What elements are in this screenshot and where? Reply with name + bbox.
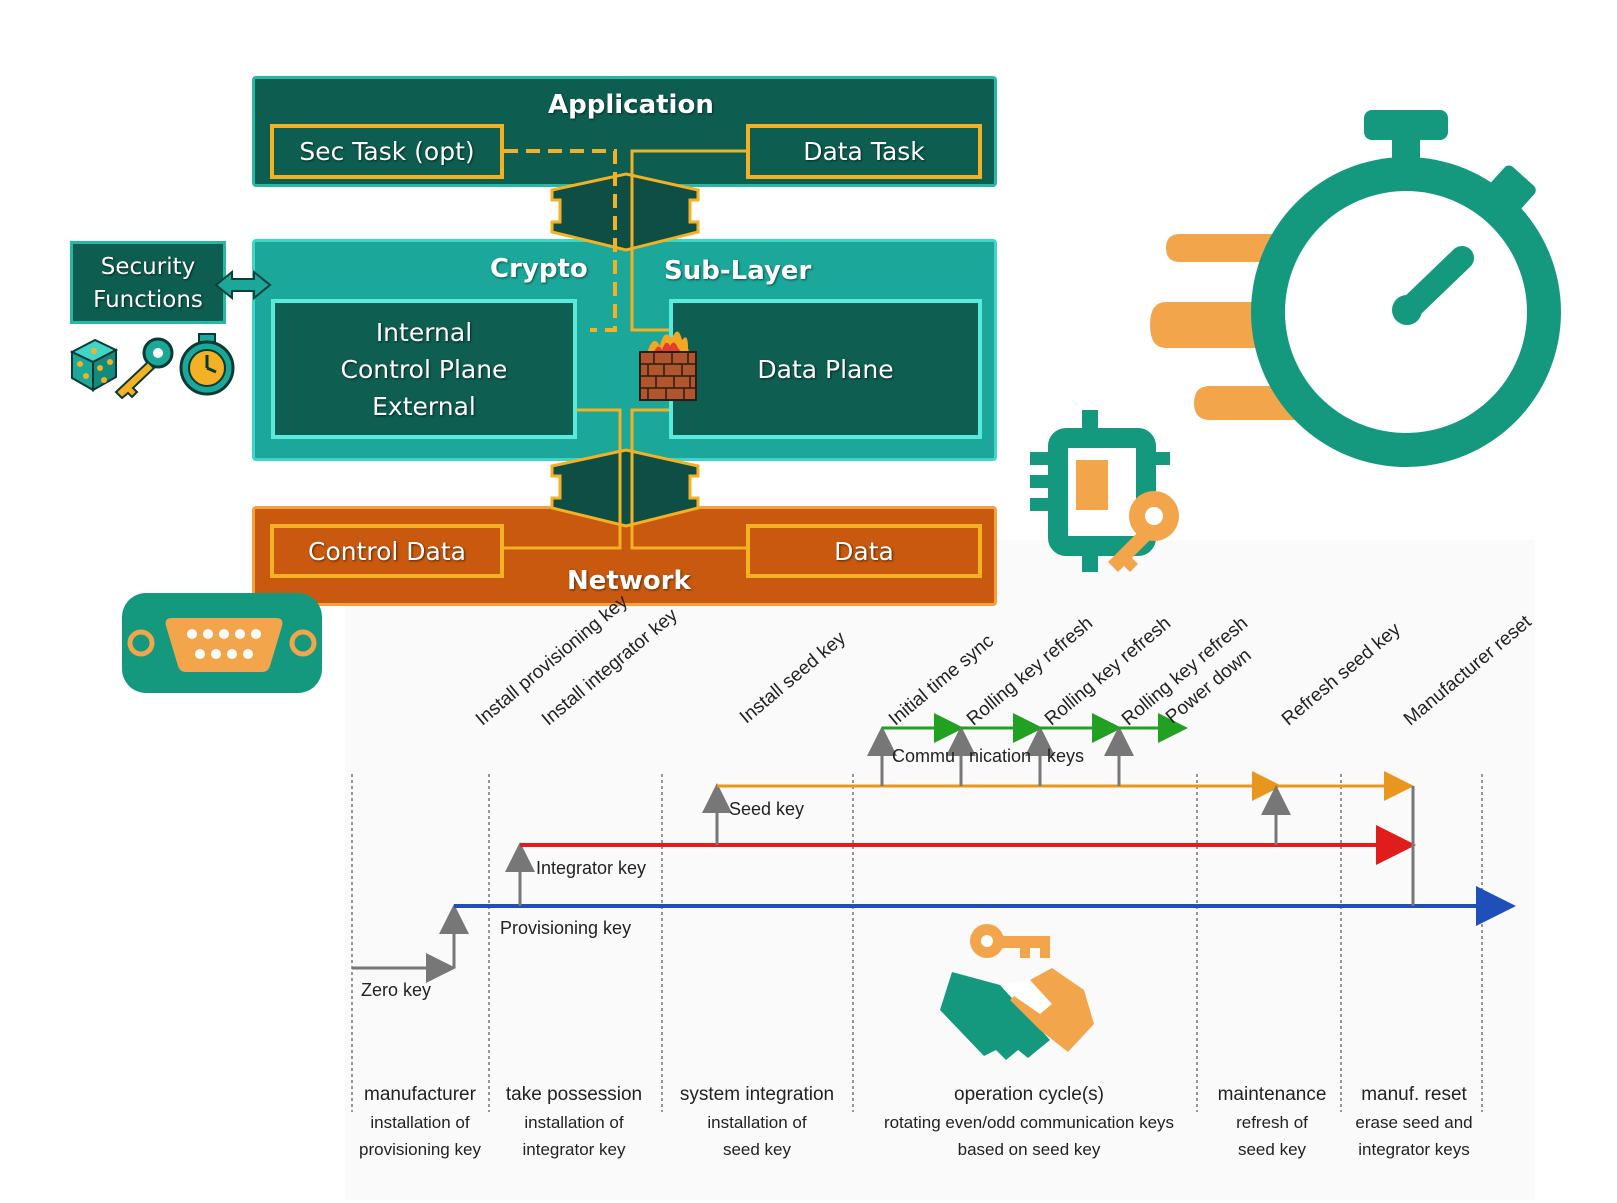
phase-system-integration: system integration installation of seed … bbox=[680, 1081, 834, 1163]
application-title: Application bbox=[548, 90, 714, 120]
stopwatch-icon bbox=[1150, 110, 1561, 467]
control-plane-box: Internal Control Plane External bbox=[271, 299, 577, 439]
data-path bbox=[630, 408, 746, 550]
security-functions-line-1: Security bbox=[100, 254, 196, 280]
serial-port-icon bbox=[122, 593, 322, 693]
phase-dividers bbox=[351, 774, 1483, 1112]
chip-key-icon bbox=[1030, 410, 1179, 572]
control-plane-line-1: Internal bbox=[375, 317, 473, 347]
phase-desc-1: installation of bbox=[524, 1113, 624, 1132]
firewall-icon bbox=[639, 331, 697, 401]
phase-title: operation cycle(s) bbox=[954, 1084, 1104, 1105]
phase-desc-1: refresh of bbox=[1236, 1113, 1308, 1132]
seed-key-label: Seed key bbox=[729, 799, 805, 819]
clock-icon bbox=[179, 333, 235, 396]
phase-desc-2: integrator keys bbox=[1358, 1140, 1470, 1159]
phase-take-possession: take possession installation of integrat… bbox=[506, 1081, 642, 1163]
control-data-box: Control Data bbox=[270, 524, 504, 578]
sec-task-box: Sec Task (opt) bbox=[270, 124, 504, 179]
phase-title: manuf. reset bbox=[1361, 1084, 1467, 1105]
phase-title: take possession bbox=[505, 1084, 643, 1105]
network-title: Network bbox=[567, 566, 691, 596]
phase-title: maintenance bbox=[1217, 1084, 1327, 1105]
communication-keys-label-3: keys bbox=[1047, 746, 1085, 766]
provisioning-key-label: Provisioning key bbox=[500, 918, 632, 938]
data-task-box: Data Task bbox=[746, 124, 982, 179]
phase-title: system integration bbox=[679, 1084, 835, 1105]
phase-desc-2: provisioning key bbox=[359, 1140, 481, 1159]
phase-desc-1: installation of bbox=[370, 1113, 470, 1132]
sub-layer-title: Sub-Layer bbox=[664, 256, 812, 286]
control-data-path bbox=[504, 408, 622, 550]
app-crypto-double-arrow bbox=[550, 172, 700, 252]
phase-desc-1: rotating even/odd communication keys bbox=[883, 1113, 1175, 1132]
key-icon bbox=[114, 337, 174, 400]
phase-title: manufacturer bbox=[364, 1084, 476, 1105]
data-task-path bbox=[630, 149, 746, 332]
crypto-title: Crypto bbox=[490, 254, 588, 284]
phase-operation-cycles: operation cycle(s) rotating even/odd com… bbox=[884, 1081, 1174, 1163]
control-plane-line-2: Control Plane bbox=[340, 354, 508, 384]
security-functions-box: Security Functions bbox=[70, 241, 226, 324]
security-functions-line-2: Functions bbox=[93, 287, 203, 313]
security-link-arrow bbox=[214, 269, 272, 301]
timeline-panel bbox=[345, 540, 1535, 1200]
phase-manufacturer: manufacturer installation of provisionin… bbox=[359, 1081, 481, 1163]
integrator-key-label: Integrator key bbox=[536, 858, 647, 878]
phase-desc-2: seed key bbox=[722, 1140, 792, 1159]
phase-desc-2: seed key bbox=[1237, 1140, 1307, 1159]
application-layer bbox=[252, 76, 997, 187]
handshake-key-icon bbox=[940, 924, 1094, 1060]
phase-desc-2: based on seed key bbox=[957, 1140, 1101, 1159]
network-data-box: Data bbox=[746, 524, 982, 578]
phase-manuf-reset: manuf. reset erase seed and integrator k… bbox=[1355, 1081, 1472, 1163]
crypto-network-double-arrow bbox=[550, 448, 700, 528]
sec-task-dashed-path bbox=[504, 149, 617, 332]
communication-keys-label-2: nication bbox=[969, 746, 1032, 766]
dice-icon bbox=[69, 338, 119, 392]
zero-key-label: Zero key bbox=[361, 980, 432, 1000]
phase-desc-2: integrator key bbox=[522, 1140, 626, 1159]
phase-desc-1: erase seed and bbox=[1355, 1113, 1473, 1132]
phase-maintenance: maintenance refresh of seed key bbox=[1218, 1081, 1327, 1163]
control-plane-line-3: External bbox=[372, 391, 476, 421]
phase-desc-1: installation of bbox=[707, 1113, 807, 1132]
communication-keys-label-1: Commu bbox=[892, 746, 956, 766]
